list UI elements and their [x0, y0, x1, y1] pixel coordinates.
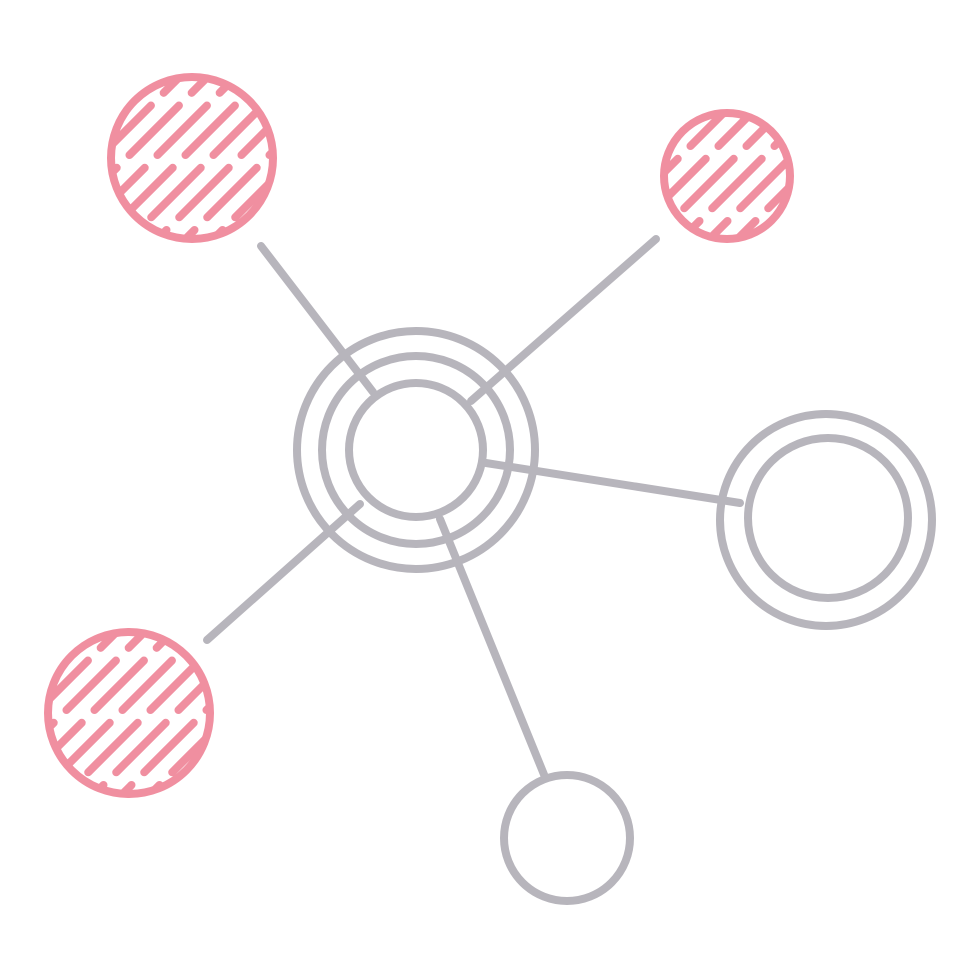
connector-right [482, 459, 744, 507]
hatch-line [50, 632, 210, 794]
hatch-line [141, 77, 273, 239]
hub-middle-ring [318, 352, 514, 548]
hatch-line [664, 113, 787, 239]
node-bottom-left-hatching [48, 632, 210, 794]
hatch-line [78, 632, 210, 794]
hub-outer-ring [293, 327, 539, 573]
node-top-left [107, 73, 277, 243]
node-top-right [660, 109, 794, 243]
hatch-line [48, 632, 210, 794]
hatch-line [113, 77, 273, 239]
hatch-line [111, 77, 273, 239]
hatch-line [664, 113, 790, 239]
node-top-right-hatching [664, 113, 790, 239]
hatch-line [674, 113, 790, 239]
connector-top-right [467, 235, 660, 405]
hub-inner-ring [345, 379, 487, 521]
node-top-left-hatching [111, 77, 273, 239]
hatch-line [664, 113, 731, 239]
connector-bottom-left [203, 500, 364, 644]
node-right-inner-ring [744, 434, 912, 602]
connector-bottom [436, 515, 549, 781]
hatch-line [106, 632, 210, 794]
hatch-line [111, 77, 196, 239]
hatch-line [664, 113, 790, 239]
connector-top-left [257, 242, 377, 396]
node-right-outer-ring [716, 410, 936, 630]
hatch-line [48, 632, 161, 794]
node-bottom [500, 771, 634, 905]
node-right [716, 410, 936, 630]
node-bottom-left [44, 628, 214, 798]
center-hub [293, 327, 539, 573]
hatch-line [169, 77, 273, 239]
